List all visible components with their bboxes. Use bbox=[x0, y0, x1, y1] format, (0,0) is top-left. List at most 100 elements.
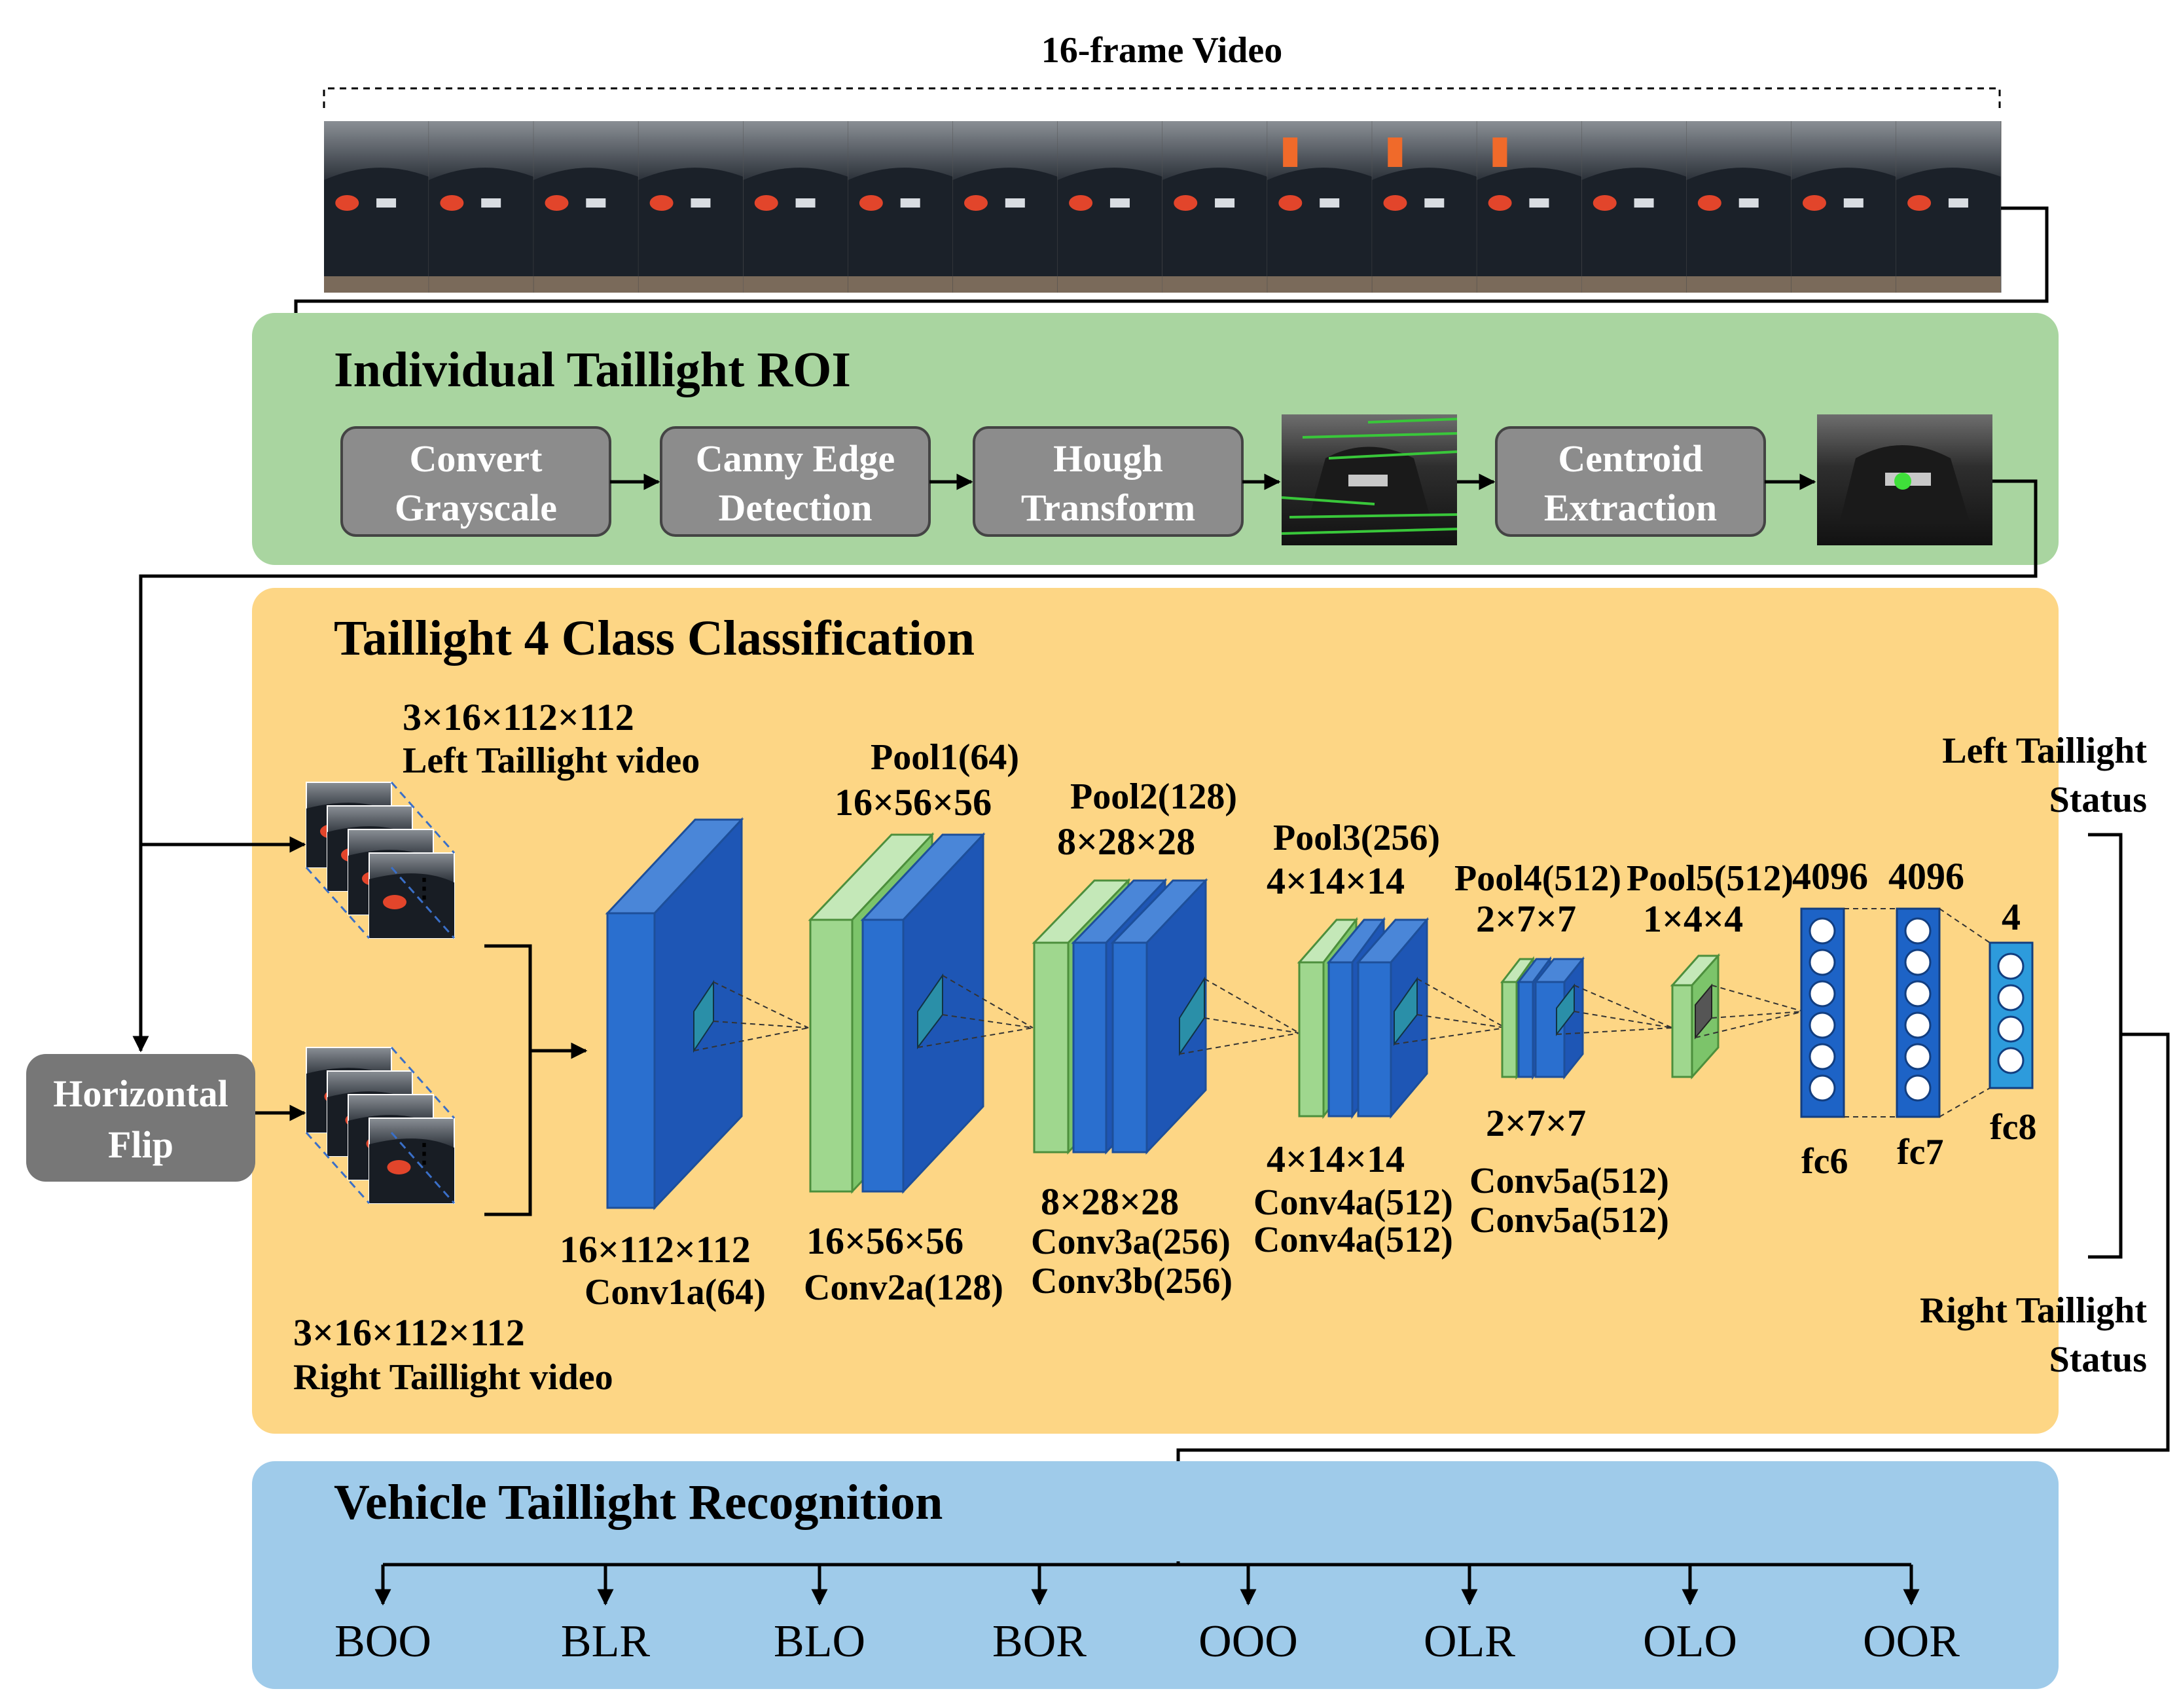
neuron bbox=[1904, 980, 1932, 1008]
neuron bbox=[1997, 953, 2025, 980]
stack-edge-lines bbox=[305, 782, 456, 939]
step-label: Convert bbox=[410, 437, 543, 480]
conv3-dims: 8×28×28 bbox=[1041, 1180, 1179, 1223]
stack-edge-lines bbox=[305, 1047, 456, 1204]
fc7-size: 4096 bbox=[1888, 855, 1964, 898]
conv2-name: Conv2a(128) bbox=[804, 1267, 1003, 1308]
conv5-dims: 2×7×7 bbox=[1486, 1102, 1586, 1144]
video-title: 16-frame Video bbox=[1041, 30, 1283, 71]
stack-ellipsis: ⋮ bbox=[411, 873, 437, 903]
pool3-dims: 4×14×14 bbox=[1267, 860, 1405, 902]
pool1-name: Pool1(64) bbox=[871, 737, 1019, 778]
step-label: Transform bbox=[1021, 486, 1195, 529]
conv4-name-a: Conv4a(512) bbox=[1253, 1182, 1453, 1223]
right-status-line1: Right Taillight bbox=[1920, 1290, 2147, 1331]
class-label: BLO bbox=[774, 1616, 865, 1667]
neuron bbox=[1904, 949, 1932, 976]
neuron bbox=[1997, 1047, 2025, 1074]
video-frame bbox=[743, 121, 849, 293]
conv5-block bbox=[1500, 956, 1585, 1080]
conv5-name-a: Conv5a(512) bbox=[1469, 1161, 1669, 1201]
video-frame bbox=[1896, 121, 2002, 293]
fc6-name: fc6 bbox=[1801, 1141, 1848, 1182]
conv4-receptive-lines bbox=[1394, 978, 1506, 1045]
step-label: Grayscale bbox=[395, 486, 557, 529]
left-status-line2: Status bbox=[2049, 780, 2147, 820]
conv1-name: Conv1a(64) bbox=[585, 1272, 766, 1313]
video-frame bbox=[1477, 121, 1582, 293]
fc8-size: 4 bbox=[2002, 896, 2021, 938]
pool3-name: Pool3(256) bbox=[1273, 818, 1440, 858]
video-frame bbox=[1791, 121, 1897, 293]
step-label: Hough bbox=[1053, 437, 1163, 480]
step-label: Extraction bbox=[1544, 486, 1717, 529]
video-frame bbox=[1162, 121, 1268, 293]
pool5-name: Pool5(512) bbox=[1627, 858, 1793, 899]
class-label: OOR bbox=[1863, 1616, 1960, 1667]
conv4-block bbox=[1297, 917, 1430, 1119]
right-input-label: Right Taillight video bbox=[293, 1357, 613, 1398]
left-taillight-video-stack: ⋮ bbox=[305, 782, 456, 939]
video-frame bbox=[1057, 121, 1163, 293]
roi-title: Individual Taillight ROI bbox=[334, 342, 851, 397]
neuron bbox=[1809, 917, 1836, 945]
convert-grayscale-box: Convert Grayscale bbox=[340, 426, 611, 537]
hough-lines-thumbnail bbox=[1281, 414, 1458, 545]
conv3-name-a: Conv3a(256) bbox=[1031, 1222, 1231, 1262]
conv2-block bbox=[808, 832, 986, 1194]
conv3-name-b: Conv3b(256) bbox=[1031, 1261, 1233, 1301]
step-label: Centroid bbox=[1558, 437, 1702, 480]
hough-transform-box: Hough Transform bbox=[973, 426, 1244, 537]
video-strip bbox=[324, 121, 2002, 293]
step-label: Canny Edge bbox=[696, 437, 895, 480]
conv4-dims: 4×14×14 bbox=[1267, 1138, 1405, 1180]
neuron bbox=[1997, 1015, 2025, 1043]
fc6-layer bbox=[1800, 907, 1845, 1118]
video-frame bbox=[1581, 121, 1687, 293]
video-bracket bbox=[323, 87, 2001, 108]
right-taillight-video-stack: ⋮ bbox=[305, 1047, 456, 1204]
class-label: OLR bbox=[1424, 1616, 1515, 1667]
conv1-block bbox=[605, 817, 744, 1210]
video-frame bbox=[638, 121, 744, 293]
recognition-panel bbox=[252, 1461, 2059, 1689]
fc6-size: 4096 bbox=[1792, 855, 1868, 898]
fc8-name: fc8 bbox=[1990, 1107, 2037, 1148]
video-frame bbox=[533, 121, 639, 293]
video-frame bbox=[952, 121, 1058, 293]
neuron bbox=[1809, 1074, 1836, 1102]
left-input-label: Left Taillight video bbox=[403, 740, 700, 781]
conv3-block bbox=[1032, 878, 1208, 1155]
fc7-name: fc7 bbox=[1897, 1132, 1944, 1172]
centroid-extraction-box: Centroid Extraction bbox=[1495, 426, 1766, 537]
video-frame bbox=[1686, 121, 1792, 293]
neuron bbox=[1809, 980, 1836, 1008]
neuron bbox=[1904, 1074, 1932, 1102]
class-label: BOO bbox=[334, 1616, 431, 1667]
pool5-receptive-lines bbox=[1695, 985, 1804, 1038]
pool2-dims: 8×28×28 bbox=[1057, 820, 1195, 863]
class-label: OLO bbox=[1643, 1616, 1737, 1667]
canny-edge-box: Canny Edge Detection bbox=[660, 426, 931, 537]
fc8-layer bbox=[1989, 941, 2034, 1089]
recognition-title: Vehicle Taillight Recognition bbox=[334, 1475, 943, 1530]
video-frame bbox=[1372, 121, 1477, 293]
video-frame bbox=[324, 121, 429, 293]
horizontal-flip-box: Horizontal Flip bbox=[26, 1054, 255, 1182]
right-input-dims: 3×16×112×112 bbox=[293, 1311, 525, 1354]
taillight-frame bbox=[369, 1117, 455, 1204]
neuron bbox=[1809, 1043, 1836, 1070]
neuron bbox=[1904, 1011, 1932, 1039]
pool1-dims: 16×56×56 bbox=[835, 781, 992, 824]
conv5-receptive-lines bbox=[1556, 985, 1673, 1035]
classification-title: Taillight 4 Class Classification bbox=[334, 611, 975, 666]
video-frame bbox=[848, 121, 954, 293]
neuron bbox=[1904, 917, 1932, 945]
class-label: BOR bbox=[992, 1616, 1087, 1667]
flip-label: Horizontal bbox=[53, 1072, 228, 1115]
conv4-name-b: Conv4a(512) bbox=[1253, 1220, 1453, 1260]
left-status-line1: Left Taillight bbox=[1942, 731, 2147, 771]
